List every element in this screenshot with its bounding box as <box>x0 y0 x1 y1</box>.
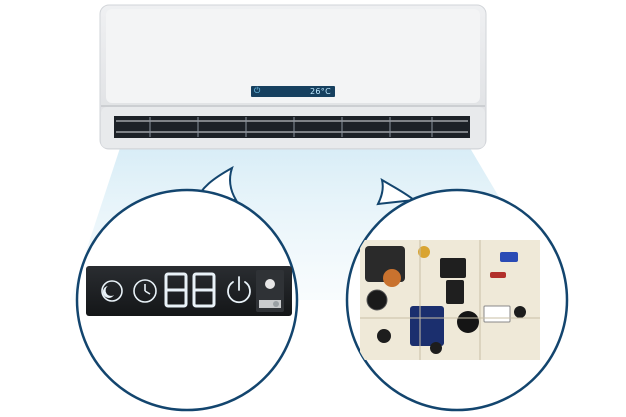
capacitor-blue <box>500 252 518 262</box>
ac-vent <box>114 116 470 138</box>
control-panel <box>86 266 292 316</box>
relay-black-1 <box>440 258 466 278</box>
relay-black-2 <box>446 280 464 304</box>
pcb-traces <box>360 240 540 360</box>
timer-icon <box>133 279 157 303</box>
buzzer <box>457 311 479 333</box>
ac-indoor-unit <box>99 4 487 150</box>
connector-white <box>483 305 511 323</box>
ac-louver-lines <box>116 120 468 133</box>
capacitor-small-1 <box>418 246 430 258</box>
ac-louver-dividers <box>149 117 433 137</box>
resistor-red <box>490 272 506 278</box>
main-board-circle <box>345 188 569 412</box>
ac-body-highlight <box>106 9 480 103</box>
callout-pointer-right <box>376 177 417 206</box>
capacitor-small-3 <box>430 342 442 354</box>
capacitor-small-4 <box>514 306 526 318</box>
power-icon: ⏻ <box>254 86 261 95</box>
ac-display-panel: ⏻ 26°C <box>251 86 335 97</box>
capacitor-large <box>366 289 388 311</box>
fan-sleep-icon <box>101 280 123 302</box>
display-board-circle <box>75 188 299 412</box>
segment-digits <box>164 272 216 308</box>
power-icon <box>227 276 251 304</box>
temperature-readout: 26°C <box>310 87 331 96</box>
relay-blue <box>410 306 444 346</box>
capacitor-small-2 <box>377 329 391 343</box>
inductor-coil <box>383 269 401 287</box>
